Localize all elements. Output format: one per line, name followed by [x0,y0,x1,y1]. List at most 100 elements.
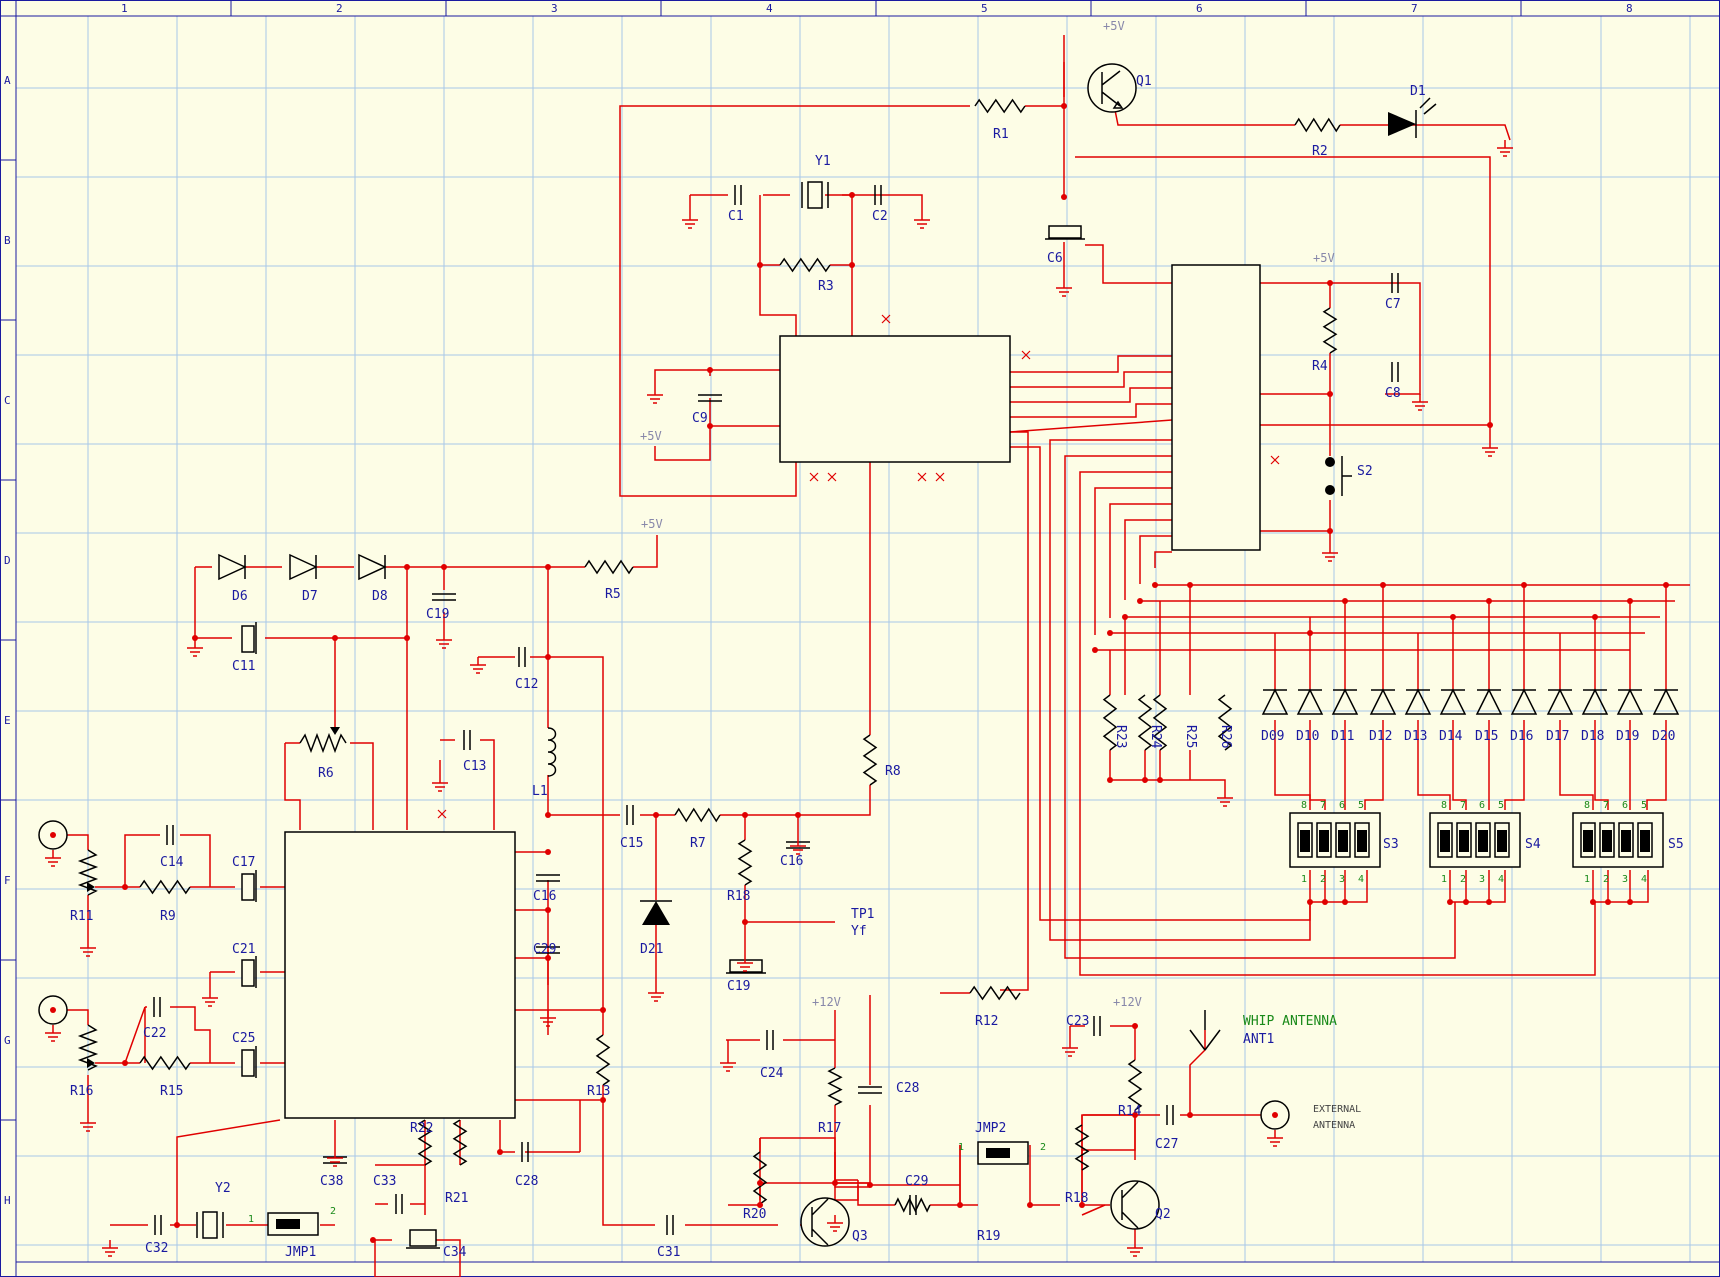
dip-slider-knob [1602,830,1612,852]
resistor-symbol [139,1055,191,1071]
dip-slider-knob [1300,830,1310,852]
diode-d21 [640,900,672,925]
rf-jacks [38,820,1290,1130]
resistor-symbol [862,734,878,786]
external-antenna-label-1: EXTERNAL [1313,1104,1361,1115]
junction-dot [1342,598,1348,604]
junction-dot [742,919,748,925]
dip-slider-knob [1478,830,1488,852]
junction-dot [1027,1202,1033,1208]
diode-symbol [1439,688,1467,715]
ref-q3: Q3 [852,1229,868,1244]
power-label-12v: +12V [812,995,841,1009]
column-label: 3 [551,2,558,15]
junction-dot [545,849,551,855]
resistor-symbol [827,1067,843,1106]
junction-dot [1307,899,1313,905]
potentiometers [77,727,347,1071]
ref-c33: C33 [373,1174,396,1189]
dip-pin-bottom: 3 [1622,874,1628,885]
diode-symbol [1331,688,1359,715]
junction-dot [600,1007,606,1013]
dip-pin-bottom: 2 [1603,874,1609,885]
junction-dot [1605,899,1611,905]
dip-slider-knob [1357,830,1367,852]
jmp2-pin-2: 2 [1040,1142,1046,1153]
junction-dot [1122,614,1128,620]
ground-symbol [827,1215,843,1232]
junction-dot [545,812,551,818]
junction-dot [795,812,801,818]
dip-pin-top: 7 [1460,800,1466,811]
switch-s2 [1325,456,1352,496]
polarized-caps [241,225,1085,1249]
ground-symbol [436,632,452,649]
capacitor-symbol [521,1142,529,1162]
junction-dot [545,955,551,961]
capacitor-symbol [536,946,560,954]
junction-dot [1521,582,1527,588]
whip-antenna-symbol [1189,1010,1221,1051]
diode-symbol [1475,688,1503,715]
ref-r24: R24 [1148,725,1163,749]
capacitor-symbol [536,874,560,882]
ref-d09: D09 [1261,729,1284,744]
ref-d11: D11 [1331,729,1354,744]
column-label: 4 [766,2,773,15]
ref-c16-a: C16 [780,854,803,869]
capacitor-symbol [666,1215,674,1235]
ref-c38: C38 [320,1174,343,1189]
ref-d6: D6 [232,589,248,604]
power-label-5v: +5V [1103,19,1125,33]
row-label: F [4,874,11,887]
resistor-symbol [417,1119,433,1166]
transistor-q3 [800,1197,850,1247]
row-label: B [4,234,11,247]
row-label: A [4,74,11,87]
capacitor-symbol [432,593,456,601]
diode-symbol [1581,688,1609,715]
ground-symbol [102,1240,118,1257]
junction-dot [1079,1202,1085,1208]
ref-c19-b: C19 [727,979,750,994]
ref-c29: C29 [533,942,556,957]
dip-pin-top: 5 [1498,800,1504,811]
dip-pin-top: 5 [1641,800,1647,811]
dip-pin-bottom: 2 [1460,874,1466,885]
ref-c29-b: C29 [905,1174,928,1189]
row-label: D [4,554,11,567]
ref-c1: C1 [728,209,744,224]
ref-d21: D21 [640,942,663,957]
resistor-symbol [969,985,1021,1001]
dip-pin-bottom: 3 [1339,874,1345,885]
ref-c14: C14 [160,855,184,870]
ref-d19: D19 [1616,729,1639,744]
ground-symbol [1267,1130,1283,1147]
row-label: G [4,1034,11,1047]
ref-c28-b: C28 [515,1174,538,1189]
ref-d13: D13 [1404,729,1427,744]
column-label: 6 [1196,2,1203,15]
ref-d7: D7 [302,589,318,604]
ref-yf: Yf [851,924,867,939]
ground-symbols [45,140,1513,1257]
dip-pin-top: 8 [1584,800,1590,811]
ref-r23: R23 [1113,725,1128,748]
junction-dot [957,1202,963,1208]
junction-dot [441,564,447,570]
diode-symbol [1369,688,1397,715]
junction-dot [404,564,410,570]
dip-slider-knob [1497,830,1507,852]
ref-c9: C9 [692,411,708,426]
junction-dot [1187,1112,1193,1118]
ref-r7: R7 [690,836,706,851]
ref-r13: R13 [587,1084,610,1099]
row-label: H [4,1194,11,1207]
ref-r12: R12 [975,1014,998,1029]
junction-dot [653,812,659,818]
ground-symbol [720,1055,736,1072]
junction-dot [757,1202,763,1208]
junction-dot [1627,899,1633,905]
